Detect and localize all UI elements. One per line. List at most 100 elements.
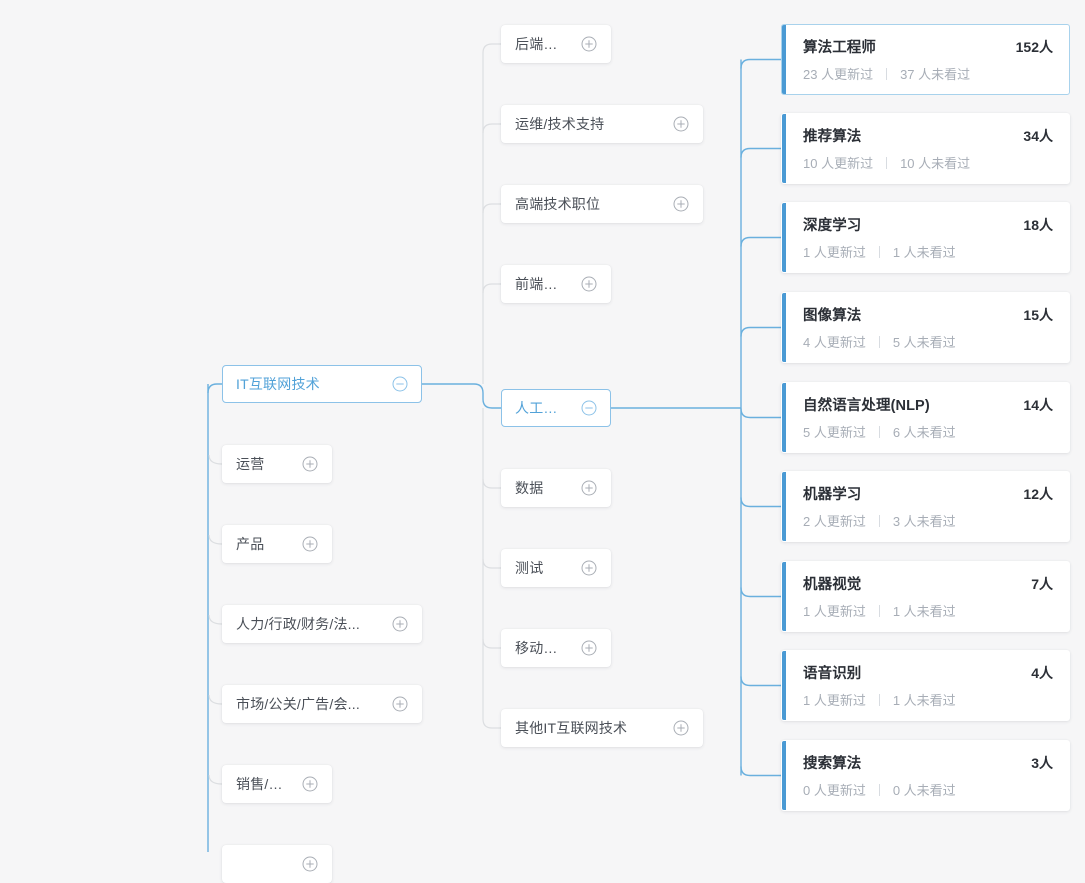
card-count: 15人 <box>1023 307 1053 323</box>
card-count: 152人 <box>1015 39 1053 55</box>
node-label: 产品 <box>236 536 265 552</box>
card-unseen-count: 37 人未看过 <box>900 67 971 82</box>
divider <box>878 425 880 438</box>
tree-node-level1-3[interactable]: 人力/行政/财务/法... <box>222 605 422 643</box>
node-label: 高端技术职位 <box>515 196 601 212</box>
tree-node-level1-6[interactable] <box>222 845 332 883</box>
tree-node-level2-7[interactable]: 移动开发 <box>501 629 611 667</box>
connector-card-3 <box>740 326 781 337</box>
card-header: 语音识别 4人 <box>803 662 1053 683</box>
plus-circle-icon[interactable] <box>392 696 408 712</box>
divider <box>886 156 888 169</box>
plus-circle-icon[interactable] <box>302 536 318 552</box>
connector-level2-3 <box>482 283 501 294</box>
card-unseen-count: 0 人未看过 <box>892 783 956 798</box>
card-title: 深度学习 <box>803 218 862 234</box>
tree-node-level2-5[interactable]: 数据 <box>501 469 611 507</box>
tree-node-level2-0[interactable]: 后端开发 <box>501 25 611 63</box>
plus-circle-icon[interactable] <box>673 720 689 736</box>
card-updated-count: 1 人更新过 <box>803 604 866 619</box>
tree-node-level2-2[interactable]: 高端技术职位 <box>501 185 703 223</box>
card-count: 12人 <box>1023 486 1053 502</box>
tree-node-level2-1[interactable]: 运维/技术支持 <box>501 105 703 143</box>
trunk-level2-lower <box>482 408 501 729</box>
node-label: 销售/客服 <box>236 776 288 792</box>
card-count: 34人 <box>1023 128 1053 144</box>
card-subtext: 2 人更新过 3 人未看过 <box>803 511 1053 530</box>
tree-node-level2-3[interactable]: 前端开发 <box>501 265 611 303</box>
card-updated-count: 2 人更新过 <box>803 514 866 529</box>
plus-circle-icon[interactable] <box>581 276 597 292</box>
card-unseen-count: 3 人未看过 <box>892 514 956 529</box>
card-title: 机器视觉 <box>803 577 862 593</box>
tree-node-level1-5[interactable]: 销售/客服 <box>222 765 332 803</box>
divider <box>878 693 880 706</box>
plus-circle-icon[interactable] <box>581 36 597 52</box>
card-updated-count: 10 人更新过 <box>803 156 874 171</box>
tree-node-level1-4[interactable]: 市场/公关/广告/会... <box>222 685 422 723</box>
tree-node-level2-6[interactable]: 测试 <box>501 549 611 587</box>
tree-node-level1-0[interactable]: IT互联网技术 <box>222 365 422 403</box>
card-header: 深度学习 18人 <box>803 214 1053 235</box>
minus-circle-icon[interactable] <box>581 400 597 416</box>
tree-node-level1-1[interactable]: 运营 <box>222 445 332 483</box>
tree-node-level2-4[interactable]: 人工智能 <box>501 389 611 427</box>
card-title: 搜索算法 <box>803 756 862 772</box>
node-label: 前端开发 <box>515 276 567 292</box>
card-count: 18人 <box>1023 217 1053 233</box>
card-unseen-count: 1 人未看过 <box>892 693 956 708</box>
card-subtext: 10 人更新过 10 人未看过 <box>803 153 1053 172</box>
divider <box>878 514 880 527</box>
plus-circle-icon[interactable] <box>581 640 597 656</box>
connector-level1-5 <box>208 774 223 785</box>
plus-circle-icon[interactable] <box>581 560 597 576</box>
card-unseen-count: 5 人未看过 <box>892 335 956 350</box>
tree-node-level1-2[interactable]: 产品 <box>222 525 332 563</box>
divider <box>878 335 880 348</box>
card-updated-count: 5 人更新过 <box>803 425 866 440</box>
connector-level1-2 <box>208 534 223 545</box>
plus-circle-icon[interactable] <box>392 616 408 632</box>
card-subtext: 23 人更新过 37 人未看过 <box>803 64 1053 83</box>
connector-card-1 <box>740 147 781 158</box>
connector-root <box>207 383 222 394</box>
node-label: 后端开发 <box>515 36 567 52</box>
plus-circle-icon[interactable] <box>673 196 689 212</box>
connector-card-0 <box>740 58 781 69</box>
plus-circle-icon[interactable] <box>302 456 318 472</box>
node-label: 运营 <box>236 456 265 472</box>
card-unseen-count: 10 人未看过 <box>900 156 971 171</box>
connector-level2-7 <box>482 638 501 649</box>
card-title: 语音识别 <box>803 666 862 682</box>
card-unseen-count: 1 人未看过 <box>892 604 956 619</box>
minus-circle-icon[interactable] <box>392 376 408 392</box>
divider <box>886 67 888 80</box>
card-updated-count: 0 人更新过 <box>803 783 866 798</box>
plus-circle-icon[interactable] <box>581 480 597 496</box>
card-count: 4人 <box>1031 665 1053 681</box>
card-count: 14人 <box>1023 397 1053 413</box>
card-updated-count: 23 人更新过 <box>803 67 874 82</box>
plus-circle-icon[interactable] <box>302 776 318 792</box>
plus-circle-icon[interactable] <box>302 856 318 872</box>
tree-node-level2-8[interactable]: 其他IT互联网技术 <box>501 709 703 747</box>
plus-circle-icon[interactable] <box>673 116 689 132</box>
